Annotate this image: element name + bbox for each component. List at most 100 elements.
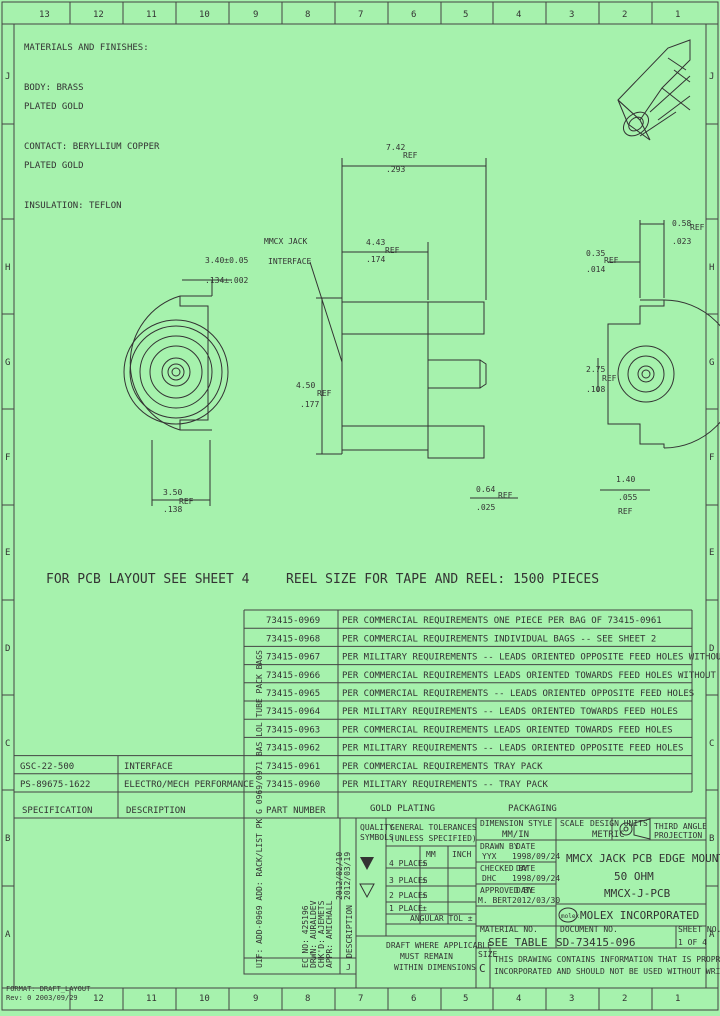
title-block-text: QUALITY SYMBOLS GENERAL TOLERANCES (UNLE… [6,818,720,1002]
callout-interface: INTERFACE [268,257,312,266]
note-reel-size: REEL SIZE FOR TAPE AND REEL: 1500 PIECES [286,572,599,587]
tb-material: SEE TABLE [488,936,548,949]
tb-quality-2: SYMBOLS [360,833,394,842]
header-part-number: PART NUMBER [266,806,326,816]
spec-number: GSC-22-500 [20,762,74,772]
tb-notice-2: INCORPORATED AND SHOULD NOT BE USED WITH… [494,967,720,976]
zone-label-right: G [709,358,714,368]
rev-approved: APPR: AMICHALL [325,900,334,968]
tb-angular: ANGULAR TOL ± [410,914,473,923]
zone-label-left: D [5,644,10,654]
materials-insulation: INSULATION: TEFLON [24,201,122,211]
zone-label-top: 10 [199,10,210,20]
zone-label-top: 4 [516,10,521,20]
part-number: 73415-0964 [266,707,320,717]
part-number: 73415-0969 [266,616,320,626]
tb-approved-date: 2012/03/30 [512,896,560,905]
tb-quality-1: QUALITY [360,823,394,832]
dim-bottom-left-ref: REF [179,497,194,506]
tb-inch: INCH [452,850,471,859]
zone-label-top: 7 [358,10,363,20]
zone-label-bottom: 2 [622,994,627,1004]
part-description: PER COMMERCIAL REQUIREMENTS -- LEADS ORI… [342,689,694,699]
dim-right-top-ref: REF [690,223,705,232]
tb-place-4: 4 PLACES [389,859,428,868]
rev-letter: J [346,963,351,972]
part-number: 73415-0966 [266,671,320,681]
tb-tol-1: ± [422,904,427,913]
zone-label-right: D [709,644,714,654]
zone-label-right: J [709,72,714,82]
zone-label-left: G [5,358,10,368]
tb-dim-style-label: DIMENSION STYLE [480,819,552,828]
dim-right-mid: 0.35 [586,249,605,258]
spec-description: INTERFACE [124,762,173,772]
tb-drawn: YYX [482,852,497,861]
rev-label: DESCRIPTION [345,905,354,958]
zone-label-bottom: 3 [569,994,574,1004]
zone-label-right: B [709,834,714,844]
zone-label-left: E [5,548,10,558]
dim-right-bottom: 1.40 [616,475,635,484]
tb-size-label: SIZE [478,950,497,959]
isometric-view [617,39,691,141]
zone-label-bottom: 8 [305,994,310,1004]
tb-place-3: 3 PLACES [389,876,428,885]
part-number: 73415-0961 [266,762,320,772]
zone-label-left: H [5,263,10,273]
zone-label-bottom: 9 [253,994,258,1004]
tb-doc-label: DOCUMENT NO. [560,925,618,934]
dim-right-mid-ref: REF [604,256,619,265]
dim-bottom-mid-ref: REF [498,491,513,500]
dim-bottom-left-in: .138 [163,505,182,514]
tb-approved-label: APPROVED BY [480,886,533,895]
tb-approved-date-label: DATE [516,886,535,895]
title-block [355,817,707,989]
materials-body-plating: PLATED GOLD [24,102,84,112]
header-description: DESCRIPTION [126,806,186,816]
zone-label-top: 12 [93,10,104,20]
tb-size: C [479,962,486,975]
front-view-right-dims: 0.58 REF .023 0.35 REF .014 2.75 REF .10… [586,219,705,516]
tb-tol-4: ± [422,859,427,868]
dim-right-mid-in: .014 [586,265,605,274]
dim-right-dia-ref: REF [602,374,617,383]
materials-body: BODY: BRASS [24,83,84,93]
quality-triangle-filled-icon [360,857,374,870]
quality-triangle-outline-icon [359,883,375,899]
zone-label-bottom: 12 [93,994,104,1004]
zone-label-top: 2 [622,10,627,20]
tb-design-units-label: DESIGN UNITS [590,819,648,828]
rev-ecno: EC NO: 425196 [301,905,310,968]
zone-label-bottom: 7 [358,994,363,1004]
part-number: 73415-0965 [266,689,320,699]
tb-drawn-date: 1998/09/24 [512,852,560,861]
front-view-left [123,279,232,431]
rev-date-2: 2012/03/19 [343,852,352,900]
tb-general-1: GENERAL TOLERANCES [390,823,477,832]
tb-drawn-label: DRAWN BY [480,842,519,851]
dim-right-dia: 2.75 [586,365,605,374]
rev-drawn: DRWN: AURALDEV [309,900,318,968]
side-view-dims: 7.42 REF .293 4.43 REF .174 MMCX JACK IN… [264,143,518,512]
zone-label-top: 13 [39,10,50,20]
tb-within: WITHIN DIMENSIONS [394,963,476,972]
third-angle-projection-icon [619,818,651,840]
materials-heading: MATERIALS AND FINISHES: [24,43,149,53]
materials-contact-plating: PLATED GOLD [24,161,84,171]
zone-label-bottom: 10 [199,994,210,1004]
zone-label-left: A [5,930,11,940]
spec-number: PS-89675-1622 [20,780,90,790]
dim-top-width-in: .293 [386,165,405,174]
tb-dim-style: MM/IN [502,830,529,840]
zone-label-top: 9 [253,10,258,20]
part-description: PER MILITARY REQUIREMENTS -- LEADS ORIEN… [342,653,720,663]
rev-date-1: 2012/02/10 [335,852,344,900]
part-description: PER MILITARY REQUIREMENTS -- LEADS ORIEN… [342,744,683,754]
dim-left-top-in: .134±.002 [205,276,249,285]
tb-third-angle-1: THIRD ANGLE [654,822,707,831]
dim-top-width: 7.42 [386,143,405,152]
tb-checked: DHC [482,874,497,883]
tb-rev: Rev: 0 2003/09/29 [6,994,78,1002]
